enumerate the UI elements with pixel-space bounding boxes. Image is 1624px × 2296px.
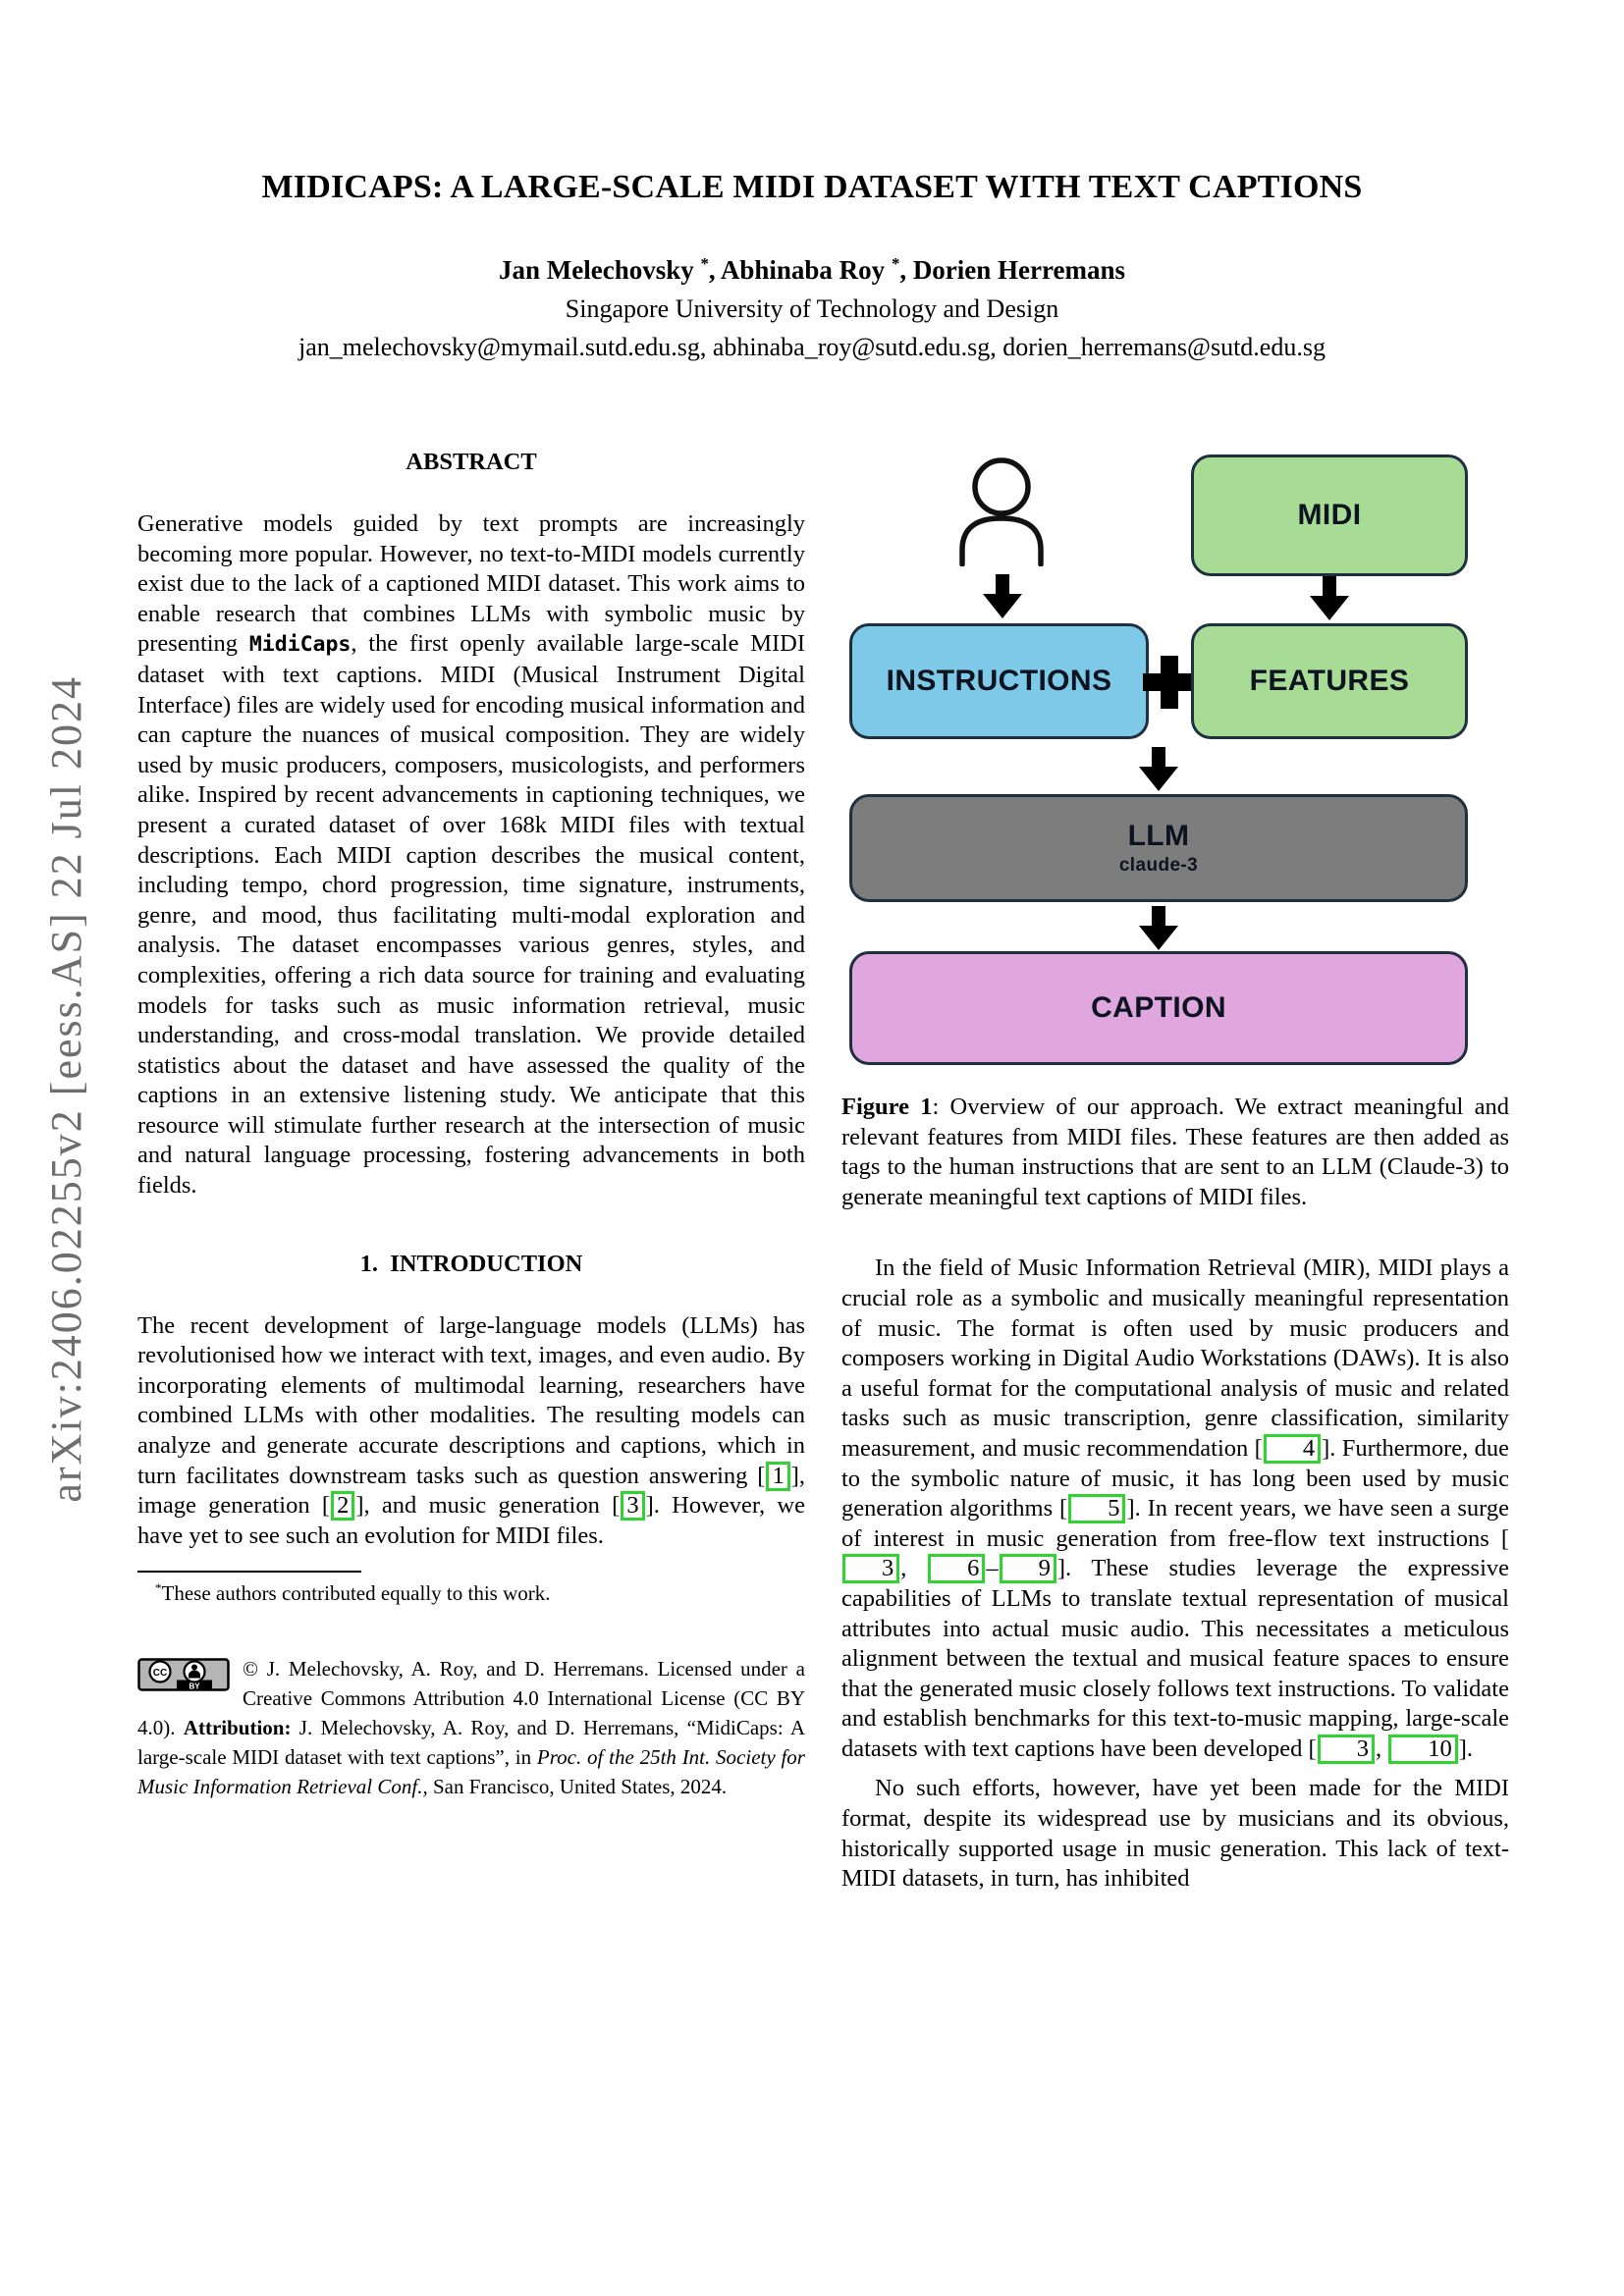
arrow-down-icon: [983, 574, 1022, 618]
citation-link[interactable]: 3: [842, 1554, 900, 1584]
instructions-box-label: INSTRUCTIONS: [886, 665, 1112, 697]
left-column: ABSTRACT Generative models guided by tex…: [137, 449, 805, 1895]
footnote-marker: *: [700, 254, 709, 273]
italic-text: Proc. of the 25th Int. Society for Music…: [137, 1745, 805, 1799]
llm-box-sublabel: claude-3: [1118, 855, 1199, 876]
bold-text: Attribution:: [183, 1716, 292, 1740]
introduction-heading: 1. INTRODUCTION: [359, 1250, 583, 1277]
citation-link[interactable]: 3: [621, 1491, 645, 1522]
citation-link[interactable]: 6: [928, 1554, 986, 1584]
citation-link[interactable]: 1: [766, 1461, 790, 1491]
emails-line: jan_melechovsky@mymail.sutd.edu.sg, abhi…: [298, 333, 1326, 361]
citation-link[interactable]: 4: [1263, 1433, 1322, 1464]
citation-link[interactable]: 5: [1068, 1494, 1126, 1524]
license-block: CC BY © J. Melechovsky, A. Roy, and D. H…: [137, 1654, 805, 1801]
citation-link[interactable]: 10: [1388, 1734, 1458, 1764]
arrow-down-icon: [1139, 906, 1178, 950]
midi-box-label: MIDI: [1297, 499, 1362, 531]
midi-box: MIDI: [1191, 454, 1468, 576]
monospace-text: MidiCaps: [248, 632, 352, 658]
instructions-box: INSTRUCTIONS: [849, 623, 1149, 739]
caption-box: CAPTION: [849, 951, 1468, 1065]
bold-text: Figure 1: [841, 1094, 933, 1120]
two-column-layout: ABSTRACT Generative models guided by tex…: [137, 449, 1509, 1895]
plus-icon: [1143, 656, 1196, 709]
cc-by-icon: CC BY: [137, 1658, 230, 1692]
figure-diagram: MIDI INSTRUCTIONS FEATURES: [849, 449, 1468, 1065]
footnote-rule: [137, 1571, 361, 1574]
svg-text:CC: CC: [153, 1668, 167, 1679]
citation-link[interactable]: 3: [1317, 1734, 1375, 1764]
features-box: FEATURES: [1191, 623, 1468, 739]
citation-link[interactable]: 9: [999, 1554, 1056, 1584]
footnote-marker: *: [891, 254, 900, 273]
person-icon: [959, 457, 1044, 566]
affiliation: Singapore University of Technology and D…: [565, 294, 1059, 323]
abstract-text: Generative models guided by text prompts…: [137, 510, 806, 1200]
llm-box-label: LLM: [1127, 820, 1190, 852]
arxiv-watermark: arXiv:2406.02255v2 [eess.AS] 22 Jul 2024: [42, 675, 90, 1503]
arrow-down-icon: [1310, 576, 1349, 620]
svg-text:BY: BY: [189, 1682, 200, 1691]
cc-circle-icon: [148, 1660, 172, 1684]
paper-title: MIDICAPS: A LARGE-SCALE MIDI DATASET WIT…: [261, 169, 1363, 205]
body-paragraph-2: No such efforts, however, have yet been …: [841, 1775, 1509, 1893]
caption-box-label: CAPTION: [1091, 991, 1226, 1024]
authors-line: Jan Melechovsky *, Abhinaba Roy *, Dorie…: [498, 254, 1126, 285]
figure-caption: Figure 1: Overview of our approach. We e…: [841, 1094, 1509, 1210]
arrow-down-icon: [1139, 747, 1178, 791]
introduction-text: The recent development of large-language…: [137, 1311, 806, 1549]
llm-box: LLM claude-3: [849, 794, 1468, 902]
features-box-label: FEATURES: [1249, 665, 1410, 697]
right-column: MIDI INSTRUCTIONS FEATURES: [841, 449, 1509, 1895]
license-text: © J. Melechovsky, A. Roy, and D. Herrema…: [137, 1657, 805, 1799]
cc-by-badge: CC BY: [137, 1658, 230, 1699]
body-paragraph-1: In the field of Music Information Retrie…: [841, 1255, 1510, 1764]
citation-link[interactable]: 2: [331, 1491, 355, 1522]
footnote-text: *These authors contributed equally to th…: [155, 1580, 551, 1606]
footnote-marker: *: [155, 1580, 162, 1596]
abstract-heading: ABSTRACT: [406, 449, 537, 475]
